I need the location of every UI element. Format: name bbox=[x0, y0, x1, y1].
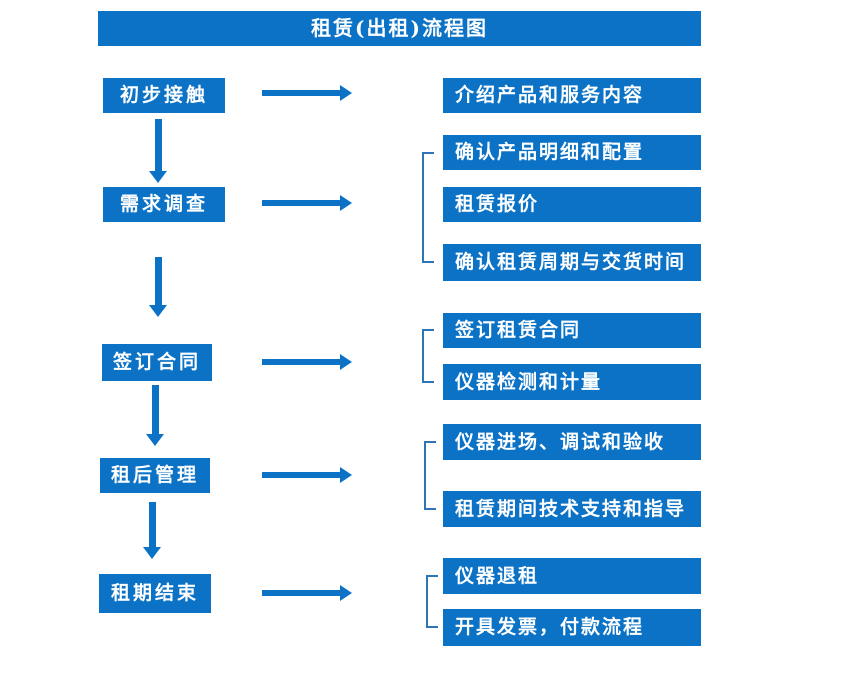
bracket-post-rental-group bbox=[424, 441, 436, 510]
down-arrow-2 bbox=[149, 257, 167, 317]
right-arrow-1 bbox=[262, 85, 352, 101]
right-arrow-5 bbox=[262, 585, 352, 601]
down-arrow-shaft bbox=[154, 119, 162, 171]
right-arrow-2 bbox=[262, 195, 352, 211]
output-box-intro-products: 介绍产品和服务内容 bbox=[443, 78, 701, 113]
bracket-rental-end-group bbox=[426, 575, 438, 628]
down-arrow-head bbox=[143, 547, 161, 559]
down-arrow-head bbox=[149, 171, 167, 183]
step-box-initial-contact: 初步接触 bbox=[103, 78, 225, 113]
right-arrow-head bbox=[340, 354, 352, 370]
right-arrow-shaft bbox=[262, 359, 340, 365]
down-arrow-shaft bbox=[151, 385, 159, 434]
right-arrow-head bbox=[340, 585, 352, 601]
right-arrow-shaft bbox=[262, 200, 340, 206]
down-arrow-head bbox=[146, 434, 164, 446]
down-arrow-3 bbox=[146, 385, 164, 446]
down-arrow-shaft bbox=[148, 502, 156, 547]
output-box-rental-quote: 租赁报价 bbox=[443, 187, 701, 222]
flowchart-title: 租赁(出租)流程图 bbox=[98, 11, 701, 46]
step-box-rental-end: 租期结束 bbox=[99, 574, 211, 613]
right-arrow-shaft bbox=[262, 90, 340, 96]
bracket-sign-contract-group bbox=[422, 329, 434, 383]
right-arrow-3 bbox=[262, 354, 352, 370]
right-arrow-head bbox=[340, 195, 352, 211]
step-box-post-rental-mgmt: 租后管理 bbox=[100, 458, 210, 493]
right-arrow-shaft bbox=[262, 590, 340, 596]
down-arrow-1 bbox=[149, 119, 167, 183]
right-arrow-shaft bbox=[262, 472, 340, 478]
down-arrow-shaft bbox=[154, 257, 162, 305]
bracket-demand-survey-group bbox=[422, 152, 434, 263]
output-box-invoice-payment: 开具发票，付款流程 bbox=[443, 609, 701, 646]
output-box-tech-support: 租赁期间技术支持和指导 bbox=[443, 491, 701, 527]
output-box-confirm-period: 确认租赁周期与交货时间 bbox=[443, 244, 701, 281]
right-arrow-head bbox=[340, 467, 352, 483]
right-arrow-head bbox=[340, 85, 352, 101]
down-arrow-head bbox=[149, 305, 167, 317]
step-box-sign-contract: 签订合同 bbox=[102, 344, 212, 381]
output-box-instrument-return: 仪器退租 bbox=[443, 558, 701, 594]
step-box-demand-survey: 需求调查 bbox=[103, 187, 225, 222]
output-box-sign-rental-contract: 签订租赁合同 bbox=[443, 313, 701, 348]
right-arrow-4 bbox=[262, 467, 352, 483]
output-box-confirm-product-spec: 确认产品明细和配置 bbox=[443, 135, 701, 170]
down-arrow-4 bbox=[143, 502, 161, 559]
output-box-instrument-testing: 仪器检测和计量 bbox=[443, 364, 701, 400]
output-box-instrument-setup: 仪器进场、调试和验收 bbox=[443, 424, 701, 460]
